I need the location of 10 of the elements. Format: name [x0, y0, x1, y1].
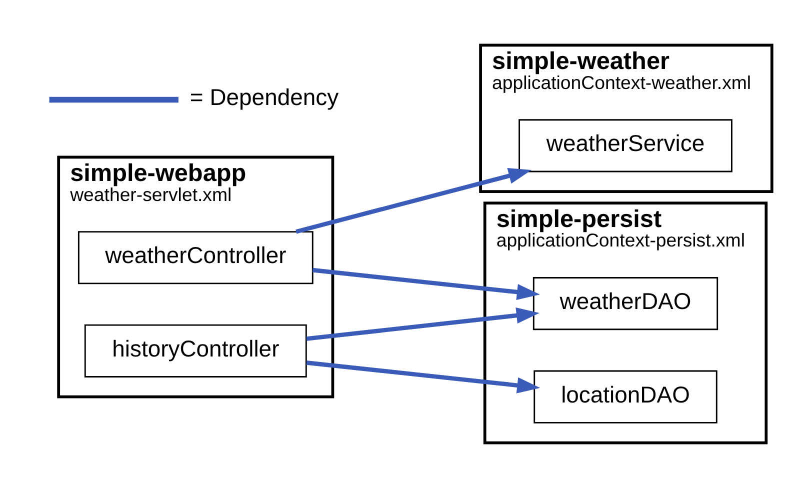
node-box: historyController: [84, 324, 307, 377]
arrow: [312, 267, 540, 300]
arrow: [306, 360, 540, 393]
node-box: weatherService: [518, 118, 732, 172]
node-box: weatherDAO: [532, 276, 718, 330]
legend-label: = Dependency: [190, 84, 339, 110]
node-box: weatherController: [78, 230, 314, 284]
arrow: [296, 168, 532, 234]
node-box: locationDAO: [534, 370, 718, 423]
arrow: [306, 306, 540, 340]
